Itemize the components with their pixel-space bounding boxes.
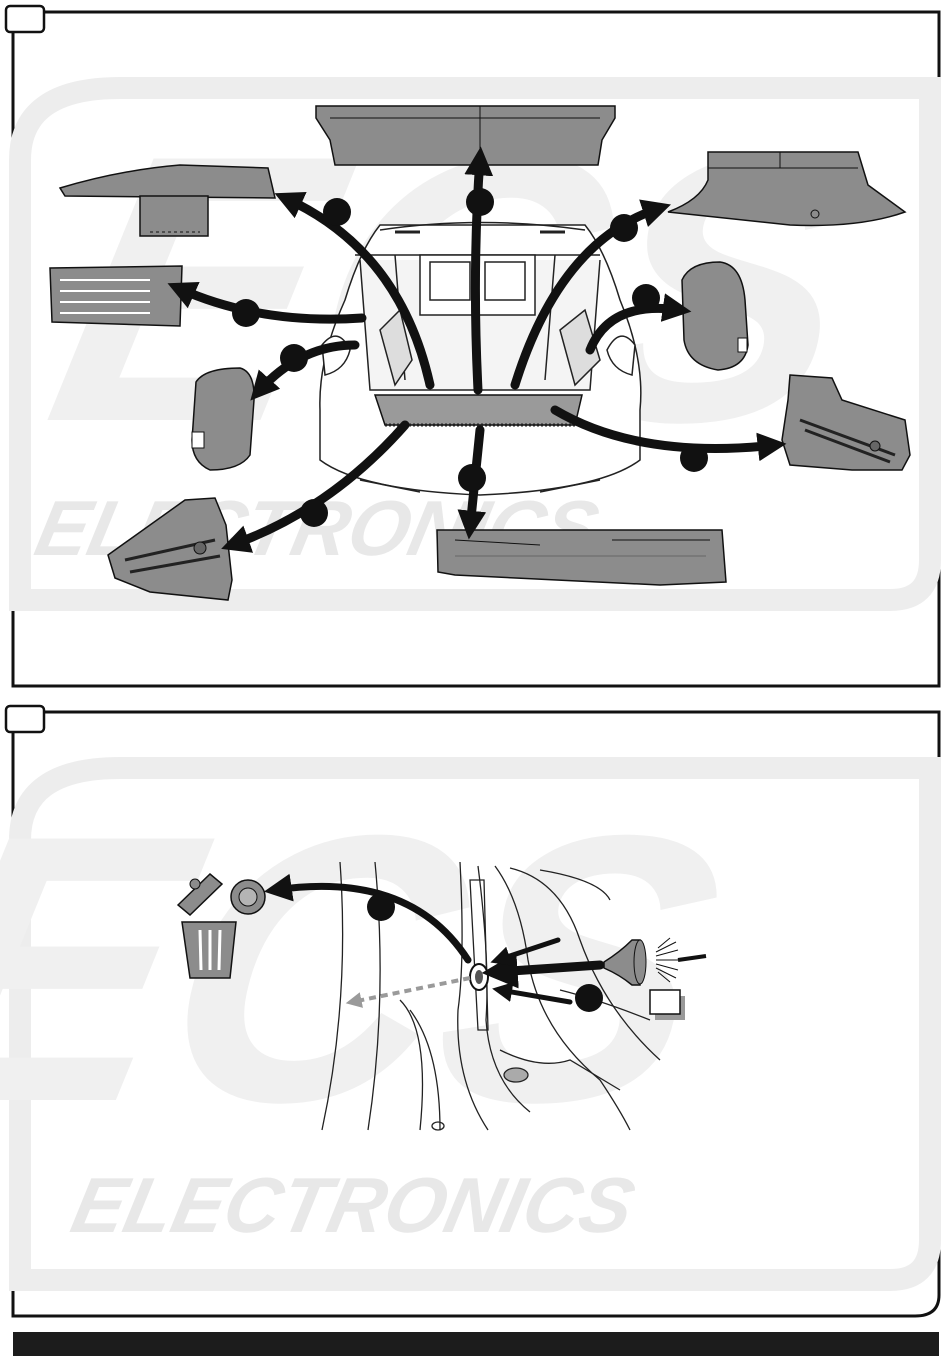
callout-hat-shelf [323, 198, 351, 226]
part-left-side-panel [192, 368, 254, 470]
part-left-side-trim [50, 266, 182, 326]
callout-tonneau-cover [610, 214, 638, 242]
watermark-tagline: ELECTRONICS [65, 1162, 642, 1249]
callout-left-side-panel [280, 344, 308, 372]
callout-left-side-trim [232, 299, 260, 327]
panel-bottom: ECS ELECTRONICS [0, 706, 939, 1316]
info-checkbox [650, 990, 685, 1020]
callout-right-jack-tray [680, 444, 708, 472]
callout-grommet-insert [575, 984, 603, 1012]
callout-right-side-panel [632, 284, 660, 312]
callout-top-trim [466, 188, 494, 216]
callout-plug-removal [367, 893, 395, 921]
part-sill-trim [437, 530, 726, 585]
footer-bar [13, 1332, 939, 1356]
callout-left-jack-tray [300, 499, 328, 527]
step-badge-top [6, 6, 44, 32]
part-right-side-panel [682, 262, 748, 370]
callout-sill-trim [458, 464, 486, 492]
panel-top: ECS ELECTRONICS [6, 6, 939, 686]
trash-bin-icon [182, 922, 236, 978]
body-hole [470, 964, 488, 990]
part-top-trim [316, 106, 615, 165]
step-badge-bottom [6, 706, 44, 732]
